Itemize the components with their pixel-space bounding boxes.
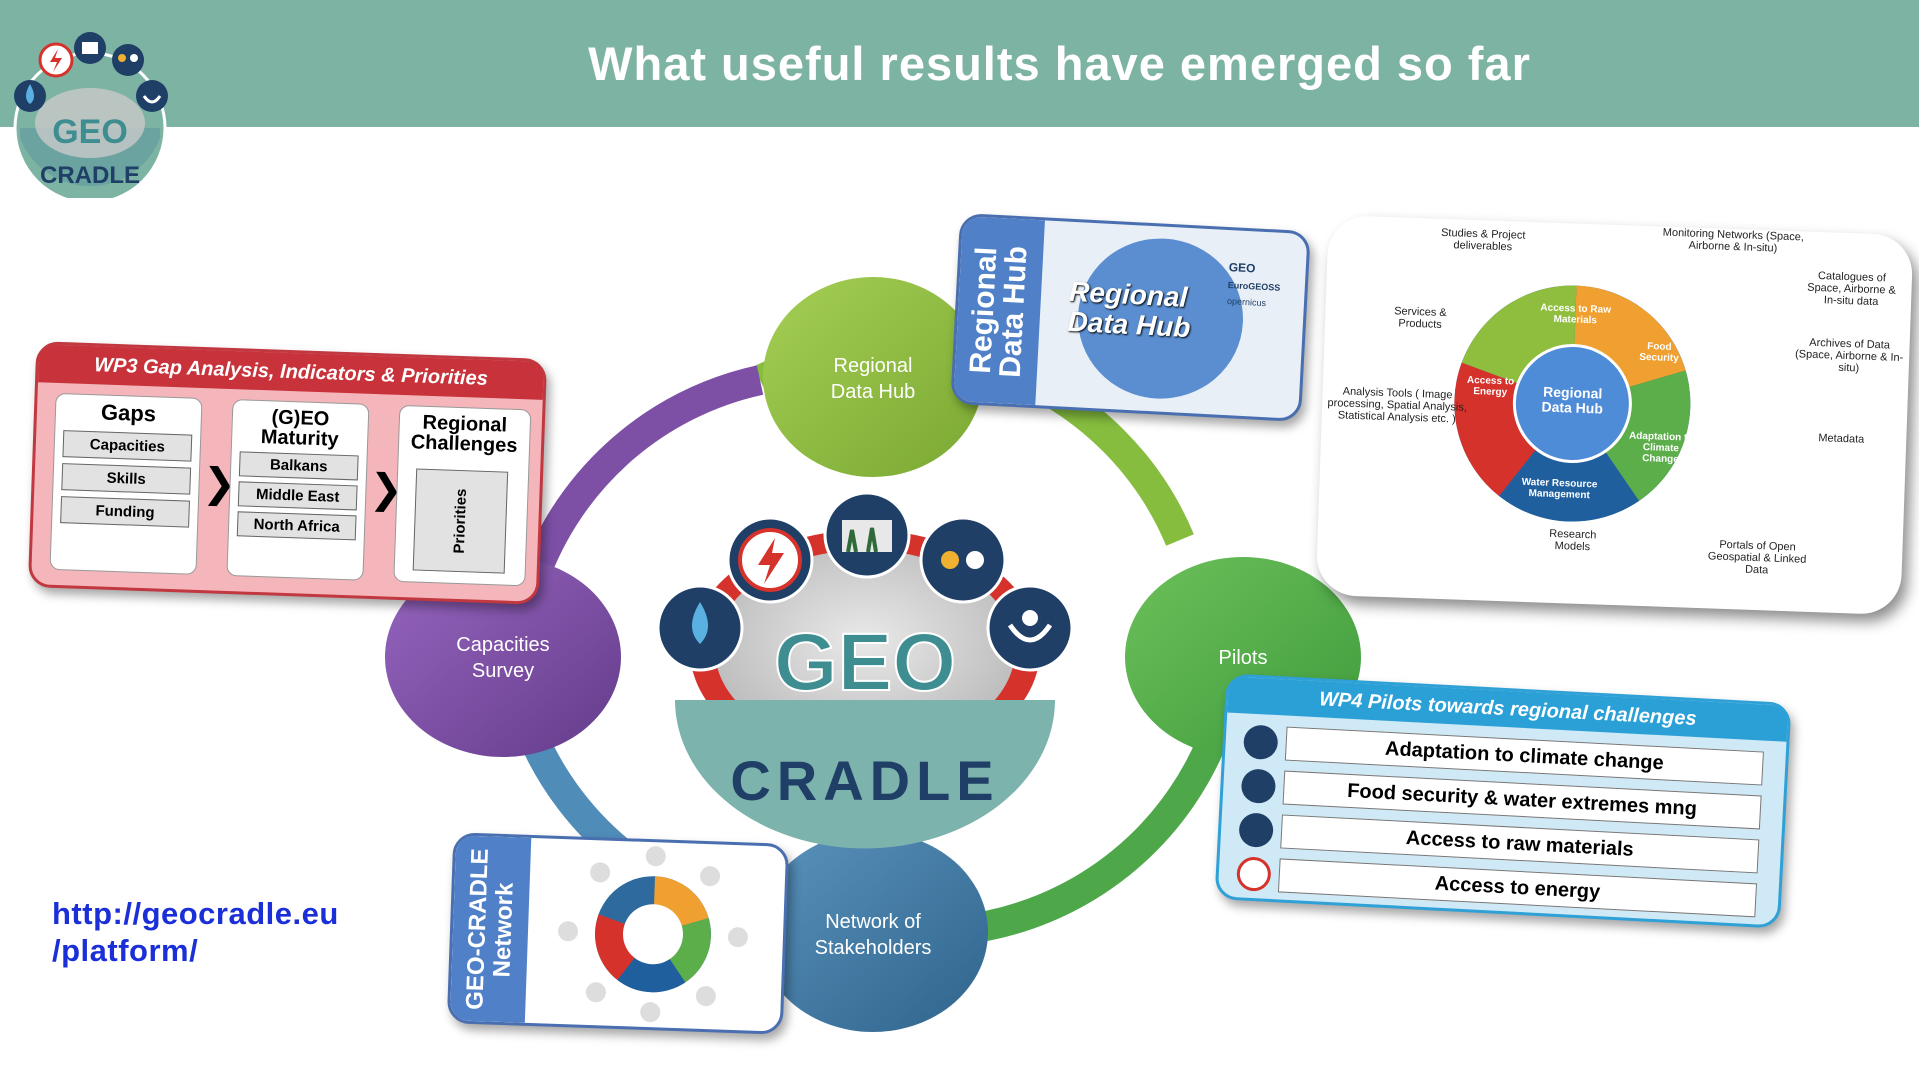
lightning-icon (726, 516, 814, 604)
platform-overview-card: Regional Data Hub Access to Raw Material… (1315, 214, 1914, 616)
outer-label: Portals of Open Geospatial & Linked Data (1707, 538, 1807, 577)
priorities-box: Priorities (412, 468, 509, 574)
platform-center-label: Regional Data Hub (1541, 383, 1604, 417)
people-trees-icon (823, 491, 911, 579)
water-drop-icon (656, 584, 744, 672)
gaps-item: Funding (60, 496, 190, 528)
svg-text:Capacities: Capacities (456, 634, 549, 656)
network-wheel (558, 846, 748, 1023)
maturity-column: (G)EO Maturity Balkans Middle East North… (226, 399, 370, 581)
node-capacities-survey: Capacities Survey (385, 557, 621, 757)
challenges-column: Regional Challenges Priorities (393, 404, 532, 587)
outer-label: Services & Products (1393, 305, 1447, 331)
wp4-pilots-card: WP4 Pilots towards regional challenges A… (1214, 673, 1792, 929)
maturity-heading-line2: Maturity (260, 426, 339, 451)
network-side-band: GEO-CRADLE Network (449, 835, 532, 1023)
svg-text:Regional: Regional (834, 355, 913, 377)
gaps-item: Capacities (62, 430, 193, 462)
food-icon (919, 516, 1007, 604)
ring-arc-bottom-right (958, 715, 1235, 945)
corner-logo: GEO CRADLE (13, 32, 168, 198)
segment-label: Access to Raw Materials (1540, 302, 1612, 327)
center-logo-geo: GEO (774, 617, 956, 708)
gaps-heading: Gaps (100, 399, 157, 427)
title-bar (0, 0, 1919, 127)
priorities-label: Priorities (450, 488, 471, 554)
center-logo-cradle: CRADLE (730, 749, 999, 812)
outer-label: Research Models (1549, 527, 1597, 554)
svg-text:Pilots: Pilots (1219, 647, 1268, 669)
people-trees-icon (1240, 768, 1277, 805)
geo-badge: GEO (1228, 260, 1256, 276)
maturity-item: North Africa (236, 511, 357, 541)
wp4-list: Adaptation to climate change Food securi… (1235, 723, 1764, 918)
corner-logo-icons (14, 32, 168, 112)
challenges-heading-line2: Challenges (410, 431, 518, 458)
maturity-item: Balkans (238, 451, 359, 481)
node-network-of-stakeholders: Network of Stakeholders (758, 832, 988, 1032)
outer-label: Studies & Project deliverables (1440, 226, 1526, 254)
hub-side-label: Regional Data Hub (963, 244, 1034, 378)
segment-label: Water Resource Management (1521, 476, 1598, 502)
gaps-item: Skills (61, 463, 192, 495)
food-icon (1238, 812, 1275, 848)
copernicus-badge: opernicus (1226, 296, 1267, 309)
segment-label: Adaptation to Climate Change (1628, 430, 1694, 466)
hands-icon (1242, 724, 1279, 761)
platform-url-line1[interactable]: http://geocradle.eu (52, 896, 339, 931)
platform-wheel (1454, 285, 1691, 522)
eurogeoss-badge: EuroGEOSS (1227, 280, 1281, 293)
corner-logo-geo: GEO (52, 113, 128, 151)
platform-url[interactable]: http://geocradle.eu /platform/ (52, 895, 339, 969)
page-title: What useful results have emerged so far (588, 37, 1531, 90)
outer-label: Analysis Tools ( Image processing, Spati… (1327, 385, 1468, 426)
svg-text:Data Hub: Data Hub (831, 381, 916, 403)
node-regional-data-hub: Regional Data Hub (763, 277, 983, 477)
geo-cradle-network-card: GEO-CRADLE Network (446, 832, 790, 1035)
wp3-gap-analysis-card: WP3 Gap Analysis, Indicators & Prioritie… (27, 341, 548, 605)
outer-label: Archives of Data (Space, Airborne & In-s… (1794, 336, 1904, 375)
lightning-icon (1235, 856, 1272, 892)
hub-badges: GEO EuroGEOSS opernicus (1223, 260, 1289, 383)
segment-label: Food Security (1639, 341, 1679, 365)
svg-text:Network of: Network of (825, 911, 921, 933)
outer-label: Catalogues of Space, Airborne & In-situ … (1807, 270, 1897, 309)
regional-data-hub-card: Regional Data Hub Regional Data Hub GEO … (950, 212, 1311, 423)
network-side-label: GEO-CRADLE Network (460, 847, 519, 1010)
hub-center-label: Regional Data Hub (1066, 275, 1192, 344)
hub-side-band: Regional Data Hub (953, 216, 1045, 406)
svg-text:Survey: Survey (472, 660, 534, 682)
corner-logo-cradle: CRADLE (40, 162, 140, 189)
gaps-column: Gaps Capacities Skills Funding (49, 392, 203, 575)
maturity-item: Middle East (237, 481, 358, 511)
svg-text:Stakeholders: Stakeholders (815, 937, 932, 959)
center-geo-cradle-logo: GEO CRADLE (656, 491, 1074, 849)
ring-arc-top-left (515, 365, 764, 595)
platform-url-line2[interactable]: /platform/ (52, 933, 199, 968)
hands-icon (986, 584, 1074, 672)
